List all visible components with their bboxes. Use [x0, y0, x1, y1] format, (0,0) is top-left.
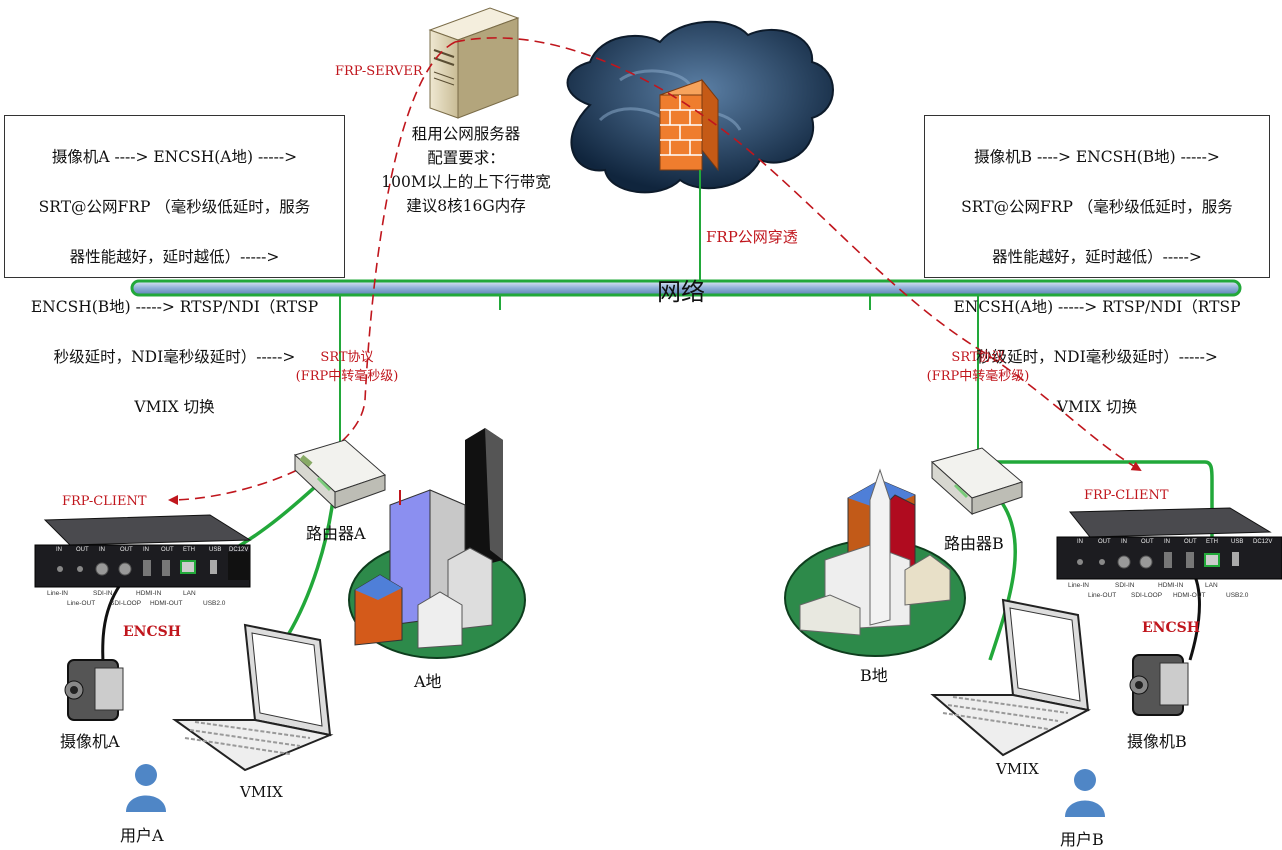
- enc-a-port-top: ETH: [183, 547, 195, 553]
- enc-a-port-top: IN: [56, 547, 62, 553]
- camera-b-label: 摄像机B: [1127, 732, 1187, 751]
- srt-label-left: SRT协议 (FRP中转毫秒级): [282, 348, 412, 386]
- srt-left-line1: SRT协议: [320, 350, 374, 365]
- enc-b-port-bottom: HDMI-IN: [1158, 582, 1184, 589]
- server-desc-line: 100M以上的上下行带宽: [381, 173, 551, 191]
- place-a-label: A地: [414, 672, 442, 691]
- firewall-icon: [659, 78, 719, 172]
- left-flow-line: 摄像机A ----> ENCSH(A地) ----->: [51, 148, 298, 166]
- enc-a-port-bottom: USB2.0: [203, 600, 226, 607]
- right-flow-line: 秒级延时，NDI毫秒级延时）----->: [976, 348, 1218, 366]
- left-flow-line: 秒级延时，NDI毫秒级延时）----->: [53, 348, 296, 366]
- enc-b-port-top: DC12V: [1253, 539, 1273, 545]
- enc-a-port-bottom: LAN: [183, 590, 196, 597]
- right-flow-line: ENCSH(A地) -----> RTSP/NDI（RTSP: [953, 298, 1241, 316]
- right-flow-line: 摄像机B ----> ENCSH(B地) ----->: [974, 148, 1220, 166]
- frp-tunnels: [168, 37, 1142, 505]
- green-links: [194, 170, 1214, 661]
- user-b-label: 用户B: [1060, 830, 1104, 849]
- enc-b-port-top: ETH: [1206, 539, 1218, 545]
- enc-a-port-bottom: Line-IN: [47, 590, 68, 597]
- enc-b-port-top: IN: [1164, 539, 1170, 545]
- router-a-label: 路由器A: [306, 524, 366, 543]
- vmix-a-label: VMIX: [240, 783, 283, 801]
- enc-b-port-bottom: SDI-IN: [1115, 582, 1135, 589]
- camera-a-icon: [64, 659, 124, 721]
- enc-a-port-top: DC12V: [229, 547, 249, 553]
- router-b-label: 路由器B: [944, 534, 1004, 553]
- place-b-label: B地: [860, 666, 888, 685]
- laptop-a-icon: [171, 623, 334, 772]
- enc-b-port-bottom: HDMI-OUT: [1173, 592, 1206, 599]
- enc-a-port-top: OUT: [76, 547, 89, 553]
- enc-a-port-top: IN: [99, 547, 105, 553]
- enc-a-port-top: IN: [143, 547, 149, 553]
- enc-a-port-top: OUT: [161, 547, 174, 553]
- enc-b-port-top: OUT: [1098, 539, 1111, 545]
- user-a-label: 用户A: [120, 826, 164, 845]
- server-icon: [428, 7, 520, 119]
- left-flow-line: 器性能越好，延时越低）----->: [69, 248, 280, 266]
- network-bus: [130, 279, 1242, 310]
- enc-b-port-bottom: Line-IN: [1068, 582, 1089, 589]
- frp-client-b-label: FRP-CLIENT: [1084, 488, 1169, 503]
- site-b-buildings: [784, 468, 966, 657]
- enc-b-port-bottom: LAN: [1205, 582, 1218, 589]
- enc-a-port-bottom: SDI-LOOP: [110, 600, 142, 607]
- srt-right-line2: (FRP中转毫秒级): [926, 369, 1030, 384]
- enc-b-port-top: USB: [1231, 539, 1244, 545]
- left-flow-line: SRT@公网FRP （毫秒级低延时，服务: [38, 198, 311, 216]
- left-flow-line: ENCSH(B地) -----> RTSP/NDI（RTSP: [30, 298, 319, 316]
- right-flow-line: SRT@公网FRP （毫秒级低延时，服务: [961, 198, 1233, 216]
- enc-b-port-bottom: SDI-LOOP: [1131, 592, 1163, 599]
- srt-left-line2: (FRP中转毫秒级): [295, 369, 399, 384]
- left-flow-line: VMIX 切换: [134, 398, 215, 416]
- frp-server-label: FRP-SERVER: [335, 64, 423, 79]
- right-flow-box: 摄像机B ----> ENCSH(B地) -----> SRT@公网FRP （毫…: [924, 115, 1270, 416]
- encsh-a-label: ENCSH: [123, 624, 181, 640]
- frp-client-a-label: FRP-CLIENT: [62, 494, 147, 509]
- server-desc-line: 建议8核16G内存: [406, 197, 526, 215]
- enc-b-port-bottom: Line-OUT: [1088, 592, 1117, 599]
- enc-a-port-bottom: HDMI-OUT: [150, 600, 183, 607]
- site-a-buildings: [348, 428, 526, 659]
- camera-b-icon: [1129, 654, 1189, 716]
- enc-b-port-top: OUT: [1184, 539, 1197, 545]
- encsh-b-label: ENCSH: [1142, 620, 1200, 636]
- enc-a-port-bottom: Line-OUT: [67, 600, 96, 607]
- server-description: 租用公网服务器 配置要求： 100M以上的上下行带宽 建议8核16G内存: [358, 122, 574, 218]
- server-desc-line: 配置要求：: [427, 149, 505, 167]
- server-desc-line: 租用公网服务器: [411, 125, 521, 143]
- enc-a-port-top: OUT: [120, 547, 133, 553]
- frp-penetration-label: FRP公网穿透: [706, 228, 798, 246]
- router-b-icon: [930, 447, 1024, 516]
- right-flow-line: VMIX 切换: [1056, 398, 1138, 416]
- user-a-icon: [126, 764, 166, 812]
- enc-a-port-top: USB: [209, 547, 222, 553]
- router-a-icon: [294, 439, 386, 510]
- encoder-b-device: [1056, 507, 1282, 580]
- right-flow-line: 器性能越好，延时越低）----->: [992, 248, 1202, 266]
- srt-right-line1: SRT协议: [951, 350, 1005, 365]
- user-b-icon: [1065, 769, 1105, 817]
- vmix-b-label: VMIX: [996, 760, 1039, 778]
- encoder-a-device: [34, 514, 252, 588]
- enc-b-port-top: IN: [1121, 539, 1127, 545]
- enc-b-port-top: IN: [1077, 539, 1083, 545]
- enc-a-port-bottom: SDI-IN: [93, 590, 113, 597]
- laptop-b-icon: [930, 598, 1091, 757]
- srt-label-right: SRT协议 (FRP中转毫秒级): [913, 348, 1043, 386]
- enc-b-port-bottom: USB2.0: [1226, 592, 1249, 599]
- enc-a-port-bottom: HDMI-IN: [136, 590, 162, 597]
- enc-b-port-top: OUT: [1141, 539, 1154, 545]
- left-flow-box: 摄像机A ----> ENCSH(A地) -----> SRT@公网FRP （毫…: [4, 115, 345, 416]
- camera-a-label: 摄像机A: [60, 732, 120, 751]
- network-label: 网络: [657, 278, 705, 306]
